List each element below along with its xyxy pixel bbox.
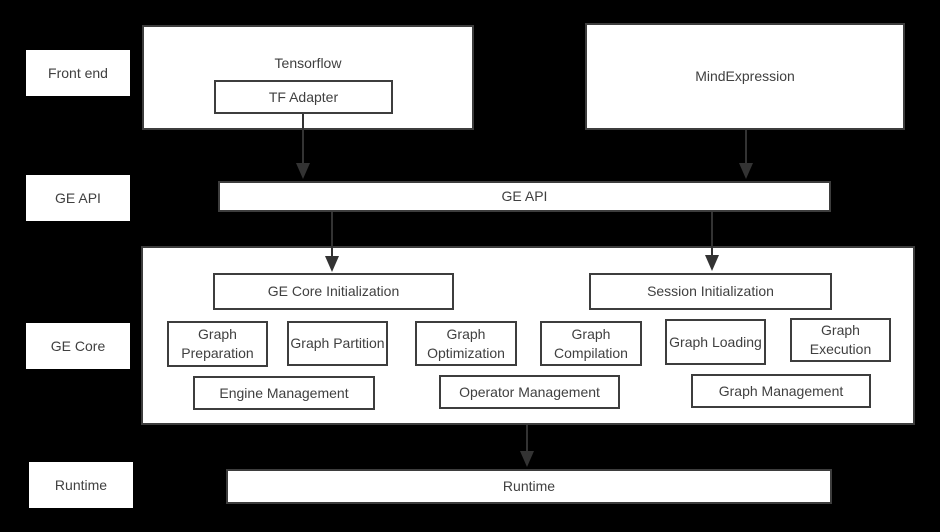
node-tf-adapter: TF Adapter [214, 80, 393, 114]
node-graph-preparation: Graph Preparation [167, 321, 268, 367]
layer-label-ge-core: GE Core [26, 323, 130, 369]
node-engine-management: Engine Management [193, 376, 375, 410]
node-operator-management: Operator Management [439, 375, 620, 409]
node-graph-compilation: Graph Compilation [540, 321, 642, 366]
node-graph-optimization: Graph Optimization [415, 321, 517, 366]
node-ge-core-initialization: GE Core Initialization [213, 273, 454, 310]
node-graph-partition: Graph Partition [287, 321, 388, 366]
node-graph-management: Graph Management [691, 374, 871, 408]
node-graph-loading: Graph Loading [665, 319, 766, 365]
layer-label-runtime: Runtime [29, 462, 133, 508]
node-tensorflow [142, 25, 474, 130]
node-tensorflow-label: Tensorflow [274, 55, 342, 71]
node-mindexpression: MindExpression [585, 23, 905, 130]
node-runtime-bar: Runtime [226, 469, 832, 504]
node-session-initialization: Session Initialization [589, 273, 832, 310]
layer-label-front-end: Front end [26, 50, 130, 96]
layer-label-ge-api: GE API [26, 175, 130, 221]
node-graph-execution: Graph Execution [790, 318, 891, 362]
node-ge-api-bar: GE API [218, 181, 831, 212]
